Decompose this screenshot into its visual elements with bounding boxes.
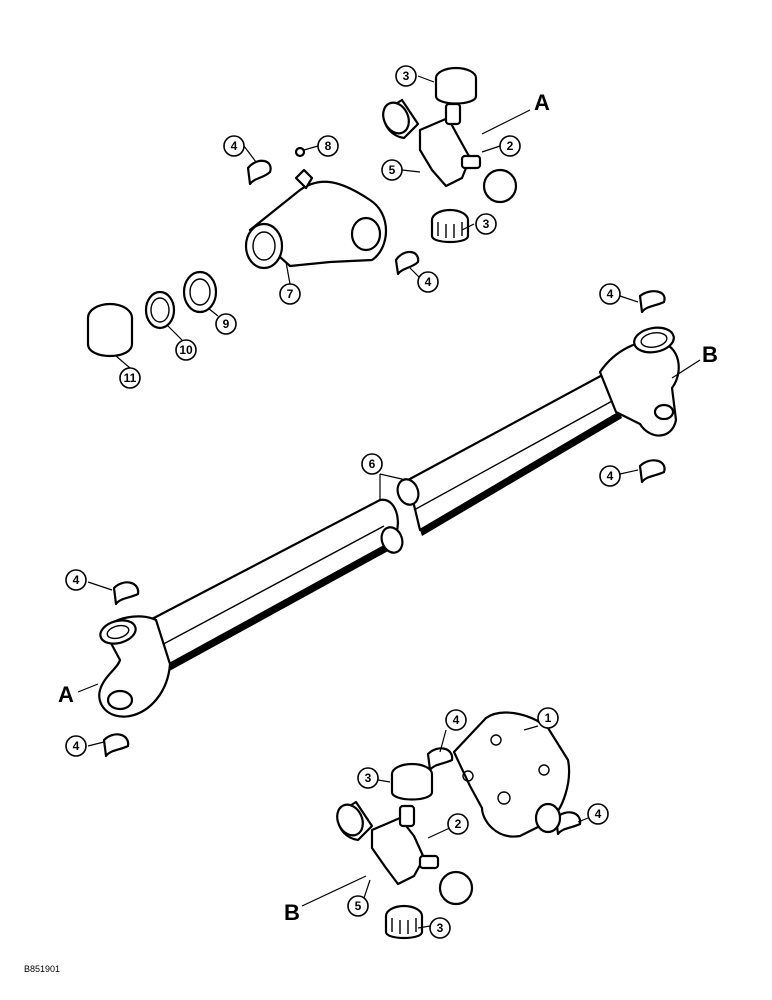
callout-number: 2 [455,817,462,831]
callout-4-tube-left-bottom: 4 [65,735,87,757]
callout-number: 5 [355,899,362,913]
callout-number: 11 [124,371,137,385]
callout-number: 5 [389,163,396,177]
callout-4-lower-right: 4 [587,803,609,825]
callout-4-tube-left-top: 4 [65,569,87,591]
connection-label-a-left: A [58,682,74,707]
callout-number: 6 [369,457,376,471]
callout-number: 3 [437,921,444,935]
callout-number: 9 [223,317,230,331]
callout-4-lower-top: 4 [445,709,467,731]
callout-3-upper-top: 3 [395,65,417,87]
callout-number: 4 [453,713,460,727]
callout-number: 4 [607,469,614,483]
connection-label-b-bottom: B [284,900,300,925]
callout-number: 4 [607,287,614,301]
callout-4-upper-left: 4 [223,135,245,157]
callout-3-lower-bottom: 3 [429,917,451,939]
callout-number: 1 [545,711,552,725]
callout-number: 4 [73,573,80,587]
callout-number: 2 [507,139,514,153]
callout-number: 4 [231,139,238,153]
slip-yoke [244,146,388,270]
snap-rings [102,159,666,836]
callout-10: 10 [175,339,197,361]
lower-ujoint-group [336,762,474,940]
callout-3-upper-bottom: 3 [475,213,497,235]
connection-label-a-top: A [534,90,550,115]
callout-number: 8 [325,139,332,153]
callout-8: 8 [317,135,339,157]
callout-number: 3 [365,771,372,785]
callout-number: 3 [483,217,490,231]
callout-4-tube-top-right: 4 [599,283,621,305]
callout-11: 11 [119,367,141,389]
figure-code: B851901 [24,964,60,974]
callout-7: 7 [279,283,301,305]
flange-yoke [452,711,571,838]
callout-5-lower: 5 [347,895,369,917]
callout-1: 1 [537,707,559,729]
callout-4-tube-right: 4 [599,465,621,487]
upper-ujoint-group [382,66,518,244]
seal-and-nut-parts [86,270,218,357]
callout-2-lower: 2 [447,813,469,835]
callout-2-upper: 2 [499,135,521,157]
callout-number: 4 [425,275,432,289]
connection-label-b-right: B [702,342,718,367]
callout-3-lower-top: 3 [357,767,379,789]
driveshaft-tube [98,326,680,718]
leader-lines [77,75,701,929]
callout-number: 10 [179,343,193,357]
callout-6: 6 [361,453,383,475]
callout-number: 4 [595,807,602,821]
callout-9: 9 [215,313,237,335]
callout-4-upper-right: 4 [417,271,439,293]
callout-number: 3 [403,69,410,83]
callout-number: 7 [287,287,294,301]
callout-number: 4 [73,739,80,753]
callout-5-upper: 5 [381,159,403,181]
